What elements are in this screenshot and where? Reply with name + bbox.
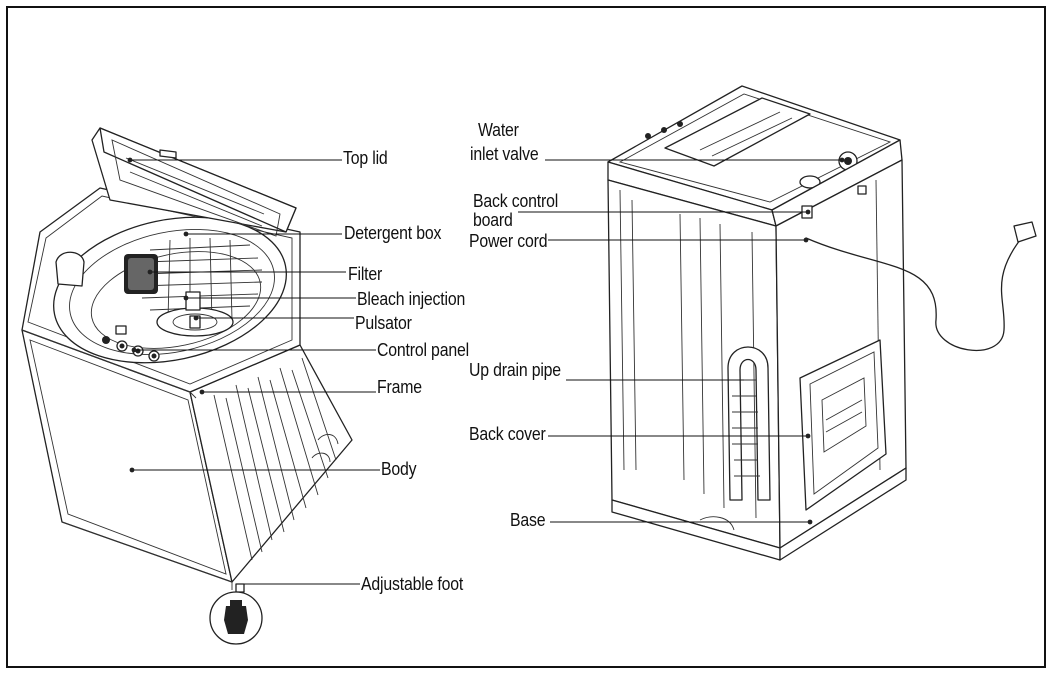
label-power-cord: Power cord xyxy=(469,231,548,251)
label-base: Base xyxy=(510,510,546,530)
label-bleach-injection: Bleach injection xyxy=(357,289,466,309)
label-back-cover: Back cover xyxy=(469,424,546,444)
front-washing-machine-illustration xyxy=(21,127,353,645)
label-detergent-box: Detergent box xyxy=(344,223,442,243)
leader-lines xyxy=(130,159,842,585)
label-water-inlet-valve-line1: Water xyxy=(478,120,519,140)
label-back-control-board-line1: Back control xyxy=(473,191,559,211)
label-frame: Frame xyxy=(377,377,422,397)
label-top-lid: Top lid xyxy=(343,148,388,168)
leader-dots xyxy=(127,157,845,525)
label-up-drain-pipe: Up drain pipe xyxy=(469,360,561,380)
label-control-panel: Control panel xyxy=(377,340,469,360)
label-back-control-board-line2: board xyxy=(473,210,513,230)
label-water-inlet-valve-line2: inlet valve xyxy=(470,144,539,164)
label-body: Body xyxy=(381,459,417,479)
label-adjustable-foot: Adjustable foot xyxy=(361,574,464,594)
label-filter: Filter xyxy=(348,264,383,284)
label-pulsator: Pulsator xyxy=(355,313,412,333)
back-washing-machine-illustration xyxy=(607,85,1037,561)
